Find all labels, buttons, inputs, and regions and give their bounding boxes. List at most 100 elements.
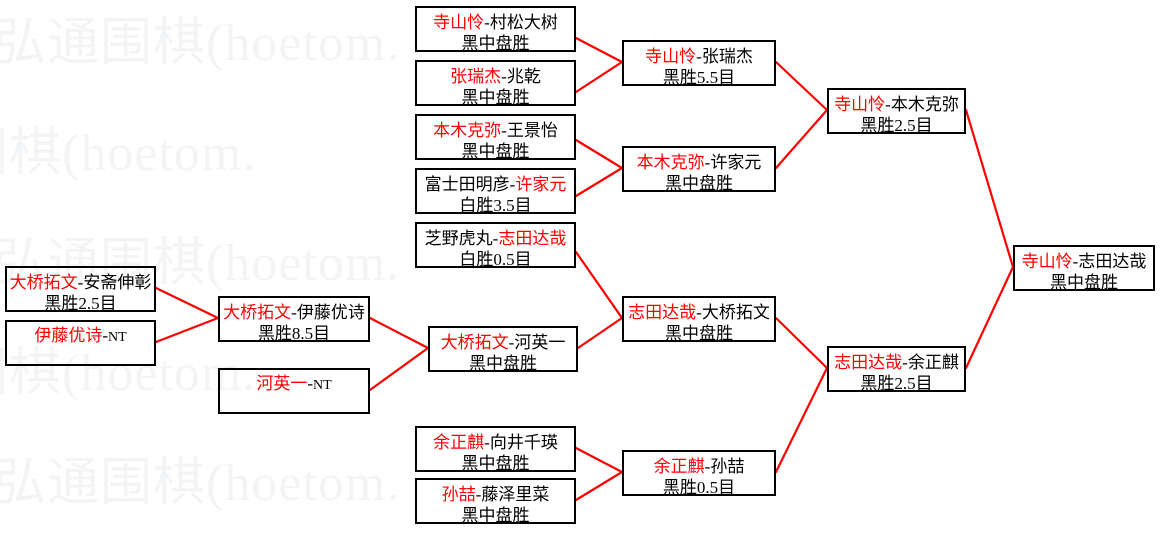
connector-r1m7-r2a: [154, 316, 220, 344]
match-separator: -: [696, 303, 702, 322]
match-separator: -: [509, 175, 516, 194]
match-separator: -: [475, 485, 482, 504]
match-loser: 许家元: [710, 153, 762, 172]
match-winner: 大桥拓文: [9, 273, 78, 292]
match-separator: -: [291, 303, 297, 322]
match-winner: 本木克弥: [636, 153, 705, 172]
match-box-r1-m10[interactable]: 孙喆-藤泽里菜 黑中盘胜: [415, 478, 576, 524]
match-result: 黑中盘胜: [461, 34, 530, 52]
match-result: 黑中盘胜: [665, 174, 733, 192]
match-box-r1-m9[interactable]: 余正麒-向井千瑛 黑中盘胜: [415, 426, 576, 472]
match-winner: 志田达哉: [628, 303, 697, 322]
match-winner: 张瑞杰: [450, 67, 502, 86]
match-result: 黑胜2.5目: [860, 374, 933, 392]
match-box-r1-m8[interactable]: 河英一-NT: [218, 368, 370, 414]
match-box-r2-m5[interactable]: 余正麒-孙喆 黑胜0.5目: [622, 450, 776, 496]
match-box-r2-m3[interactable]: 大桥拓文-河英一 黑中盘胜: [428, 326, 578, 372]
match-loser: 余正麒: [907, 353, 959, 372]
match-loser: 王景怡: [506, 121, 558, 140]
match-separator: -: [307, 374, 313, 393]
match-winner: 大桥拓文: [440, 333, 509, 352]
connector-r2m1-r3m1: [774, 60, 829, 112]
match-winner: 余正麒: [433, 433, 485, 452]
connector-r2m2-r3m1: [774, 108, 829, 170]
match-separator: -: [102, 326, 108, 345]
match-result: 黑胜5.5目: [662, 68, 736, 86]
watermark-text: 弘通围棋(hoetom.: [0, 125, 257, 182]
connector-r2m4-r3m2: [774, 316, 829, 370]
connector-r3m1-final: [964, 108, 1015, 269]
match-loser: 大桥拓文: [701, 303, 770, 322]
match-loser: 本木克弥: [890, 95, 959, 114]
connector-r1m5-r2m4: [574, 250, 624, 320]
watermark-text: 弘通围棋(hoetom.: [0, 455, 401, 512]
match-result: 黑胜8.5目: [257, 324, 331, 342]
match-winner: 寺山怜: [433, 13, 485, 32]
match-loser: 安斋伸彰: [83, 273, 152, 292]
match-result: 黑中盘胜: [665, 324, 733, 342]
connector-r1m10-r2m5: [574, 470, 624, 502]
match-separator: -: [1072, 252, 1079, 271]
match-loser: 向井千瑛: [489, 433, 558, 452]
match-loser: 兆乾: [506, 67, 541, 86]
match-loser: 村松大树: [489, 13, 558, 32]
match-result: 白胜0.5目: [459, 250, 532, 268]
match-result: 黑胜0.5目: [662, 478, 736, 496]
match-loser: 富士田明彦: [424, 175, 510, 194]
match-winner: 志田达哉: [498, 229, 567, 248]
match-winner: 寺山怜: [645, 47, 697, 66]
match-box-final[interactable]: 寺山怜-志田达哉 黑中盘胜: [1013, 245, 1155, 291]
match-result: 黑胜2.5目: [44, 294, 117, 312]
connector-r1m9-r2m5: [574, 446, 624, 474]
match-separator: -: [696, 47, 702, 66]
match-separator: -: [704, 153, 711, 172]
match-loser: NT: [108, 330, 127, 345]
match-result: 黑中盘胜: [461, 454, 530, 472]
match-separator: -: [501, 67, 507, 86]
match-box-r1-m7[interactable]: 伊藤优诗-NT: [5, 320, 156, 366]
match-winner: 伊藤优诗: [34, 326, 103, 345]
match-winner: 孙喆: [441, 485, 476, 504]
match-box-r3-m1[interactable]: 寺山怜-本木克弥 黑胜2.5目: [827, 88, 966, 134]
match-winner: 河英一: [256, 374, 308, 393]
match-box-r1-m2[interactable]: 张瑞杰-兆乾 黑中盘胜: [415, 60, 576, 106]
match-result: 白胜3.5目: [459, 196, 532, 214]
match-winner: 志田达哉: [834, 353, 903, 372]
match-box-r2-oohashi-ito[interactable]: 大桥拓文-伊藤优诗 黑胜8.5目: [218, 296, 370, 342]
match-winner: 许家元: [515, 175, 567, 194]
match-separator: -: [77, 273, 84, 292]
match-separator: -: [508, 333, 515, 352]
match-loser: 张瑞杰: [701, 47, 753, 66]
match-box-r1-m3[interactable]: 本木克弥-王景怡 黑中盘胜: [415, 114, 576, 160]
match-loser: 孙喆: [710, 457, 745, 476]
match-box-r1-m4[interactable]: 富士田明彦-许家元 白胜3.5目: [415, 168, 576, 214]
connector-r1m1-r2m1: [574, 36, 624, 64]
match-loser: NT: [313, 378, 332, 393]
match-winner: 余正麒: [653, 457, 705, 476]
match-box-r2-m2[interactable]: 本木克弥-许家元 黑中盘胜: [622, 146, 776, 192]
match-result: 黑中盘胜: [469, 354, 537, 372]
match-loser: 芝野虎丸: [424, 229, 493, 248]
match-winner: 大桥拓文: [223, 303, 292, 322]
match-winner: 寺山怜: [834, 95, 886, 114]
match-winner: 本木克弥: [433, 121, 502, 140]
match-separator: -: [885, 95, 891, 114]
match-box-r1-m5[interactable]: 芝野虎丸-志田达哉 白胜0.5目: [415, 222, 576, 268]
match-separator: -: [492, 229, 499, 248]
connector-r1m2-r2m1: [574, 60, 624, 94]
match-result: 黑胜2.5目: [860, 116, 933, 134]
connector-r3m2-final: [964, 265, 1015, 370]
match-result: 黑中盘胜: [461, 88, 530, 106]
match-box-r1-m1[interactable]: 寺山怜-村松大树 黑中盘胜: [415, 6, 576, 52]
match-box-r2-m1[interactable]: 寺山怜-张瑞杰 黑胜5.5目: [622, 40, 776, 86]
match-winner: 寺山怜: [1021, 252, 1073, 271]
connector-r1m6-r2a: [154, 286, 220, 320]
connector-r1m3-r2m2: [574, 138, 624, 170]
match-box-r1-m6[interactable]: 大桥拓文-安斋伸彰 黑胜2.5目: [5, 266, 156, 312]
connector-r1m8-r2m3: [368, 346, 430, 392]
match-box-r3-m2[interactable]: 志田达哉-余正麒 黑胜2.5目: [827, 346, 966, 392]
match-box-r2-m4[interactable]: 志田达哉-大桥拓文 黑中盘胜: [622, 296, 776, 342]
match-separator: -: [902, 353, 908, 372]
connector-r2m5-r3m2: [774, 366, 829, 474]
match-loser: 河英一: [514, 333, 566, 352]
